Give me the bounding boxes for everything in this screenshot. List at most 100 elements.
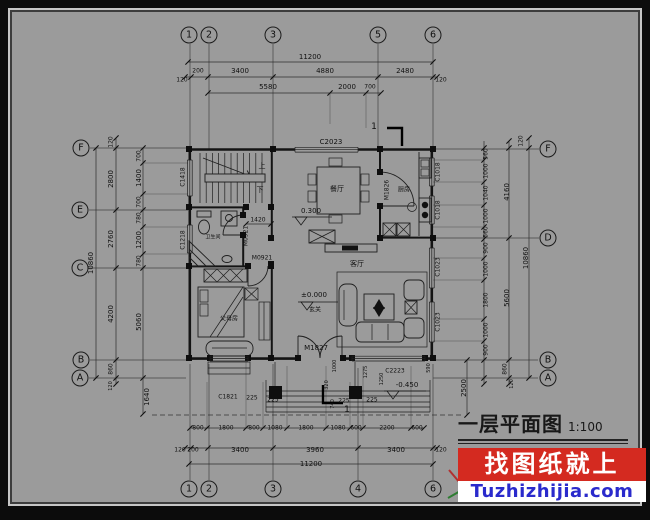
dimension-label: 590 [426, 363, 432, 373]
dimension-label: 900 [482, 344, 490, 356]
dimension-ticks [93, 59, 532, 467]
dimension-label: 10860 [522, 246, 530, 270]
dimension-label: 225 [246, 394, 258, 402]
plan-label: M0921 [242, 225, 250, 247]
plan-label: C1023 [434, 312, 442, 332]
drawing-scale: 1:100 [568, 420, 603, 434]
dimension-label: 1800 [482, 292, 490, 308]
dimension-label: 4880 [316, 67, 334, 75]
grid-bubble-F: F [539, 140, 557, 158]
dimension-label: 1040 [482, 185, 490, 201]
plan-label: M0921 [251, 254, 273, 262]
dimension-label: 120 [176, 76, 188, 84]
plan-label: 上 [258, 162, 266, 170]
plan-label: 餐厅 [330, 185, 344, 193]
dimension-label: 320 [324, 380, 330, 390]
dimension-label: 560 [482, 148, 490, 160]
dimension-label: 1000 [482, 261, 490, 277]
plan-label: C1023 [434, 257, 442, 277]
grid-bubble-1: 1 [180, 480, 198, 498]
bedroom-furniture [197, 268, 271, 375]
dimension-label: 2200 [379, 424, 395, 432]
title-underline-2 [458, 442, 628, 444]
dimension-label: 1640 [143, 388, 151, 406]
dimension-label: 800 [248, 424, 260, 432]
grid-bubble-F: F [72, 139, 90, 157]
dimension-label: 2760 [107, 230, 115, 248]
dimension-label: 1250 [379, 372, 385, 386]
dimension-label: 11200 [299, 460, 323, 468]
kitchen-fixtures [382, 152, 432, 237]
plan-label: -0.450 [395, 381, 419, 389]
plan-label: 玄关 [308, 306, 322, 314]
dimension-label: 1080 [267, 424, 283, 432]
dimension-label: 860 [501, 363, 509, 375]
title-underline [458, 439, 628, 441]
grid-bubble-A: A [71, 369, 89, 387]
dimension-label: 120 [108, 381, 114, 391]
dimension-label: 200 [187, 446, 199, 454]
grid-bubble-6: 6 [424, 480, 442, 498]
grid-bubble-4: 4 [349, 480, 367, 498]
dimension-label: 1800 [298, 424, 314, 432]
dimension-label: 5600 [503, 289, 511, 307]
dimension-label: 780 [135, 212, 143, 224]
grid-bubble-C: C [71, 259, 89, 277]
plan-label: 下 [256, 186, 264, 194]
drawing-sheet [10, 10, 640, 504]
dimension-label: 1800 [218, 424, 234, 432]
dimension-label: 900 [482, 242, 490, 254]
dimension-label: C2223 [385, 367, 405, 375]
grid-bubble-3: 3 [264, 480, 282, 498]
dimension-label: 2480 [396, 67, 414, 75]
plan-label: C1418 [179, 167, 187, 187]
dimension-label: 800 [192, 424, 204, 432]
plan-label: 0.300 [300, 207, 322, 215]
grid-bubble-D: D [539, 229, 557, 247]
dimension-label: 4200 [107, 305, 115, 323]
dimension-label: 120 [435, 446, 447, 454]
stair-handrail [204, 173, 266, 183]
plan-label: ±0.000 [301, 291, 327, 299]
dimension-label: 780 [135, 255, 143, 267]
dimension-label: 1420 [250, 216, 266, 224]
dimension-label: 2000 [338, 83, 356, 91]
bathroom-fixtures [188, 210, 238, 267]
dimension-label: 1275 [363, 365, 369, 379]
window-glazing [187, 146, 435, 362]
grid-bubble-3: 3 [264, 26, 282, 44]
dimension-label: 700 [135, 196, 143, 208]
plan-label: C1218 [179, 230, 187, 250]
dimension-label: 120 [107, 136, 115, 148]
watermark-domain[interactable]: Tuzhizhijia.com [458, 481, 646, 502]
grid-bubble-B: B [539, 351, 557, 369]
dimension-label: 1400 [135, 169, 143, 187]
plan-label: 厨房 [397, 186, 411, 194]
dimension-label: 860 [107, 363, 115, 375]
dimension-label: 4160 [503, 183, 511, 201]
grid-bubble-B: B [72, 351, 90, 369]
dining-furniture [307, 157, 370, 224]
section-mark [321, 126, 404, 405]
dimension-label: 3960 [306, 446, 324, 454]
plan-label: C1018 [434, 200, 442, 220]
dimension-label: 600 [350, 424, 362, 432]
dimension-label: 700 [135, 150, 143, 162]
dimension-label: 3400 [231, 67, 249, 75]
grid-bubble-2: 2 [200, 480, 218, 498]
plan-label: M1826 [383, 179, 391, 201]
plan-label: 1 [371, 122, 377, 132]
dimension-label: 600 [411, 424, 423, 432]
plan-label: 1 [344, 405, 350, 415]
dimension-label: 740 [330, 399, 336, 409]
drawing-title: 一层平面图 [458, 414, 563, 436]
watermark: 找图纸就上 Tuzhizhijia.com [458, 448, 646, 502]
dimension-label: 11200 [298, 53, 322, 61]
dimension-label: 120 [435, 76, 447, 84]
level-markers [292, 216, 426, 400]
dimension-label: 2800 [107, 170, 115, 188]
dimension-label: 1200 [135, 231, 143, 249]
